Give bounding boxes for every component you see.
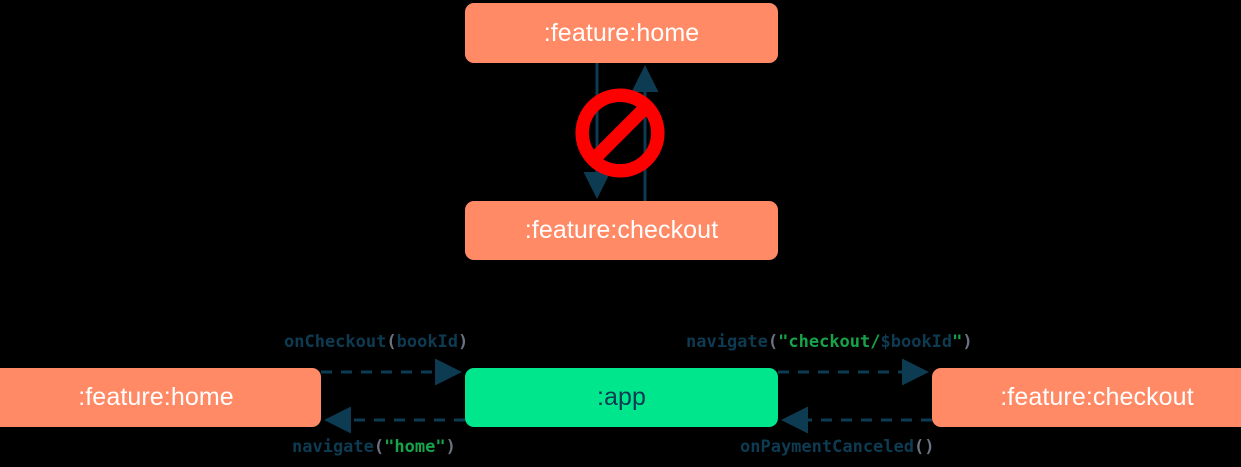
node-feature-home-top[interactable]: :feature:home — [465, 3, 778, 63]
node-label: :app — [596, 383, 647, 411]
node-feature-checkout-bottom[interactable]: :feature:checkout — [932, 368, 1241, 427]
node-label: :feature:checkout — [1000, 383, 1194, 411]
token-fn: navigate — [686, 332, 768, 352]
token-punct: ) — [962, 332, 973, 352]
node-feature-checkout-top[interactable]: :feature:checkout — [465, 201, 778, 260]
edge-label-on-payment-canceled: onPaymentCanceled() — [740, 437, 934, 457]
token-punct: ( — [373, 437, 385, 457]
edge-label-navigate-checkout: navigate("checkout/$bookId") — [686, 332, 973, 352]
token-str: "checkout/ — [778, 332, 881, 352]
token-punct: ) — [458, 332, 469, 352]
token-punct: () — [914, 437, 935, 457]
node-feature-home-bottom[interactable]: :feature:home — [0, 368, 321, 427]
forbidden-icon — [575, 88, 665, 178]
token-fn: navigate — [292, 437, 374, 457]
token-fn: onCheckout — [284, 332, 387, 352]
token-var: bookId — [396, 332, 459, 352]
token-punct: ( — [767, 332, 779, 352]
node-app[interactable]: :app — [465, 368, 778, 427]
edge-label-navigate-home: navigate("home") — [292, 437, 456, 457]
node-label: :feature:home — [543, 18, 700, 47]
edge-label-on-checkout: onCheckout(bookId) — [284, 332, 468, 352]
token-str: "home" — [384, 437, 446, 457]
token-var: $bookId — [880, 332, 953, 352]
token-punct: ) — [445, 437, 456, 457]
token-str: " — [952, 332, 963, 352]
token-punct: ( — [386, 332, 397, 352]
node-label: :feature:checkout — [524, 216, 719, 244]
token-fn: onPaymentCanceled — [740, 437, 914, 457]
node-label: :feature:home — [78, 383, 234, 411]
